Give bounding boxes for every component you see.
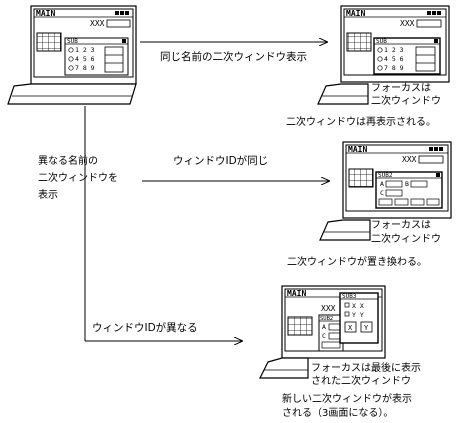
same-name-arrow-label: 同じ名前の二次ウィンドウ表示: [160, 50, 307, 63]
field-label-c: C: [322, 332, 326, 340]
radio-row: 4 5 6: [384, 55, 404, 63]
main-window-title: MAIN: [346, 9, 365, 18]
computer-origin: MAIN XXX SUB 1 2 3 4 5 6 7 8 9: [7, 5, 137, 105]
sub3-window: [339, 292, 379, 344]
grid-table: [346, 32, 372, 52]
button: [378, 198, 393, 206]
main-field-box: [106, 19, 131, 28]
main-field-box: [416, 19, 442, 28]
checkbox-line: Y Y: [352, 311, 364, 319]
radio-row: 7 8 9: [384, 64, 404, 72]
grid-table: [36, 32, 62, 52]
main-field-label: XXX: [90, 19, 105, 28]
svg-text:Y: Y: [364, 324, 369, 332]
field-label-b: B: [405, 180, 409, 188]
main-window-title: MAIN: [36, 9, 55, 18]
sub3-window-title: SUB3: [342, 293, 357, 300]
different-id-result: 新しい二次ウィンドウが表示: [282, 392, 412, 405]
same-id-result: 二次ウィンドウが置き換わる。: [287, 255, 427, 268]
main-field-label: XXX: [321, 304, 336, 313]
same-id-arrow-label: ウィンドウIDが同じ: [173, 154, 268, 167]
button-x: [344, 321, 357, 333]
field-label-a: A: [380, 180, 384, 188]
different-id-arrow-label: ウィンドウIDが異なる: [92, 321, 198, 334]
sub-window-title: SUB: [376, 38, 387, 45]
button: [410, 198, 425, 206]
same-name-result: 二次ウィンドウは再表示される。: [286, 115, 436, 128]
different-name-question: 表示: [38, 188, 58, 201]
window-controls-icon: [115, 11, 119, 15]
focus-note-line: された二次ウィンドウ: [311, 374, 411, 387]
field-label-a: A: [322, 323, 326, 331]
button: [394, 198, 409, 206]
computer-base: [317, 83, 369, 105]
focus-note-line: フォーカスは: [371, 219, 431, 231]
window-controls-icon: [427, 11, 431, 15]
radio-row: 1 2 3: [75, 46, 95, 54]
main-field-label: XXX: [400, 19, 415, 28]
checkbox-line: X X: [352, 302, 364, 310]
button-y: [360, 321, 373, 333]
computer-base: [259, 357, 309, 379]
button: [426, 198, 440, 206]
radio-row: 1 2 3: [384, 46, 404, 54]
main-window-title: MAIN: [348, 145, 367, 154]
window-controls-icon: [429, 147, 433, 151]
computer-base: [319, 219, 371, 241]
computer-different-id: MAIN XXX SUB2 A C SUB3 X X Y Y X Y: [259, 285, 386, 379]
focus-note-line: 二次ウィンドウ: [371, 94, 441, 107]
main-window-title: MAIN: [287, 289, 306, 298]
computer-base: [7, 83, 137, 105]
main-field-box: [418, 155, 444, 164]
different-id-result: される（3画面になる）。: [282, 407, 393, 419]
focus-note-line: フォーカスは最後に表示: [311, 361, 421, 374]
computer-same-id: MAIN XXX SUB2 A B C: [319, 141, 452, 241]
radio-row: 4 5 6: [75, 55, 95, 63]
sub-window-title: SUB: [67, 38, 78, 45]
radio-row: 7 8 9: [75, 64, 95, 72]
main-field-label: XXX: [402, 155, 417, 164]
svg-text:X: X: [348, 324, 353, 332]
focus-note-line: フォーカスは: [371, 82, 431, 94]
different-name-question: 異なる名前の: [38, 154, 98, 167]
grid-table: [348, 168, 374, 188]
computer-same-name: MAIN XXX SUB 1 2 3 4 5 6 7 8 9: [317, 5, 450, 105]
sub-window-title: SUB2: [378, 172, 393, 179]
grid-table: [287, 316, 313, 336]
field-label-c: C: [380, 189, 384, 197]
sub2-window-title: SUB2: [320, 316, 333, 322]
focus-note-line: 二次ウィンドウ: [371, 232, 441, 245]
different-name-question: 二次ウィンドウを: [38, 171, 118, 184]
